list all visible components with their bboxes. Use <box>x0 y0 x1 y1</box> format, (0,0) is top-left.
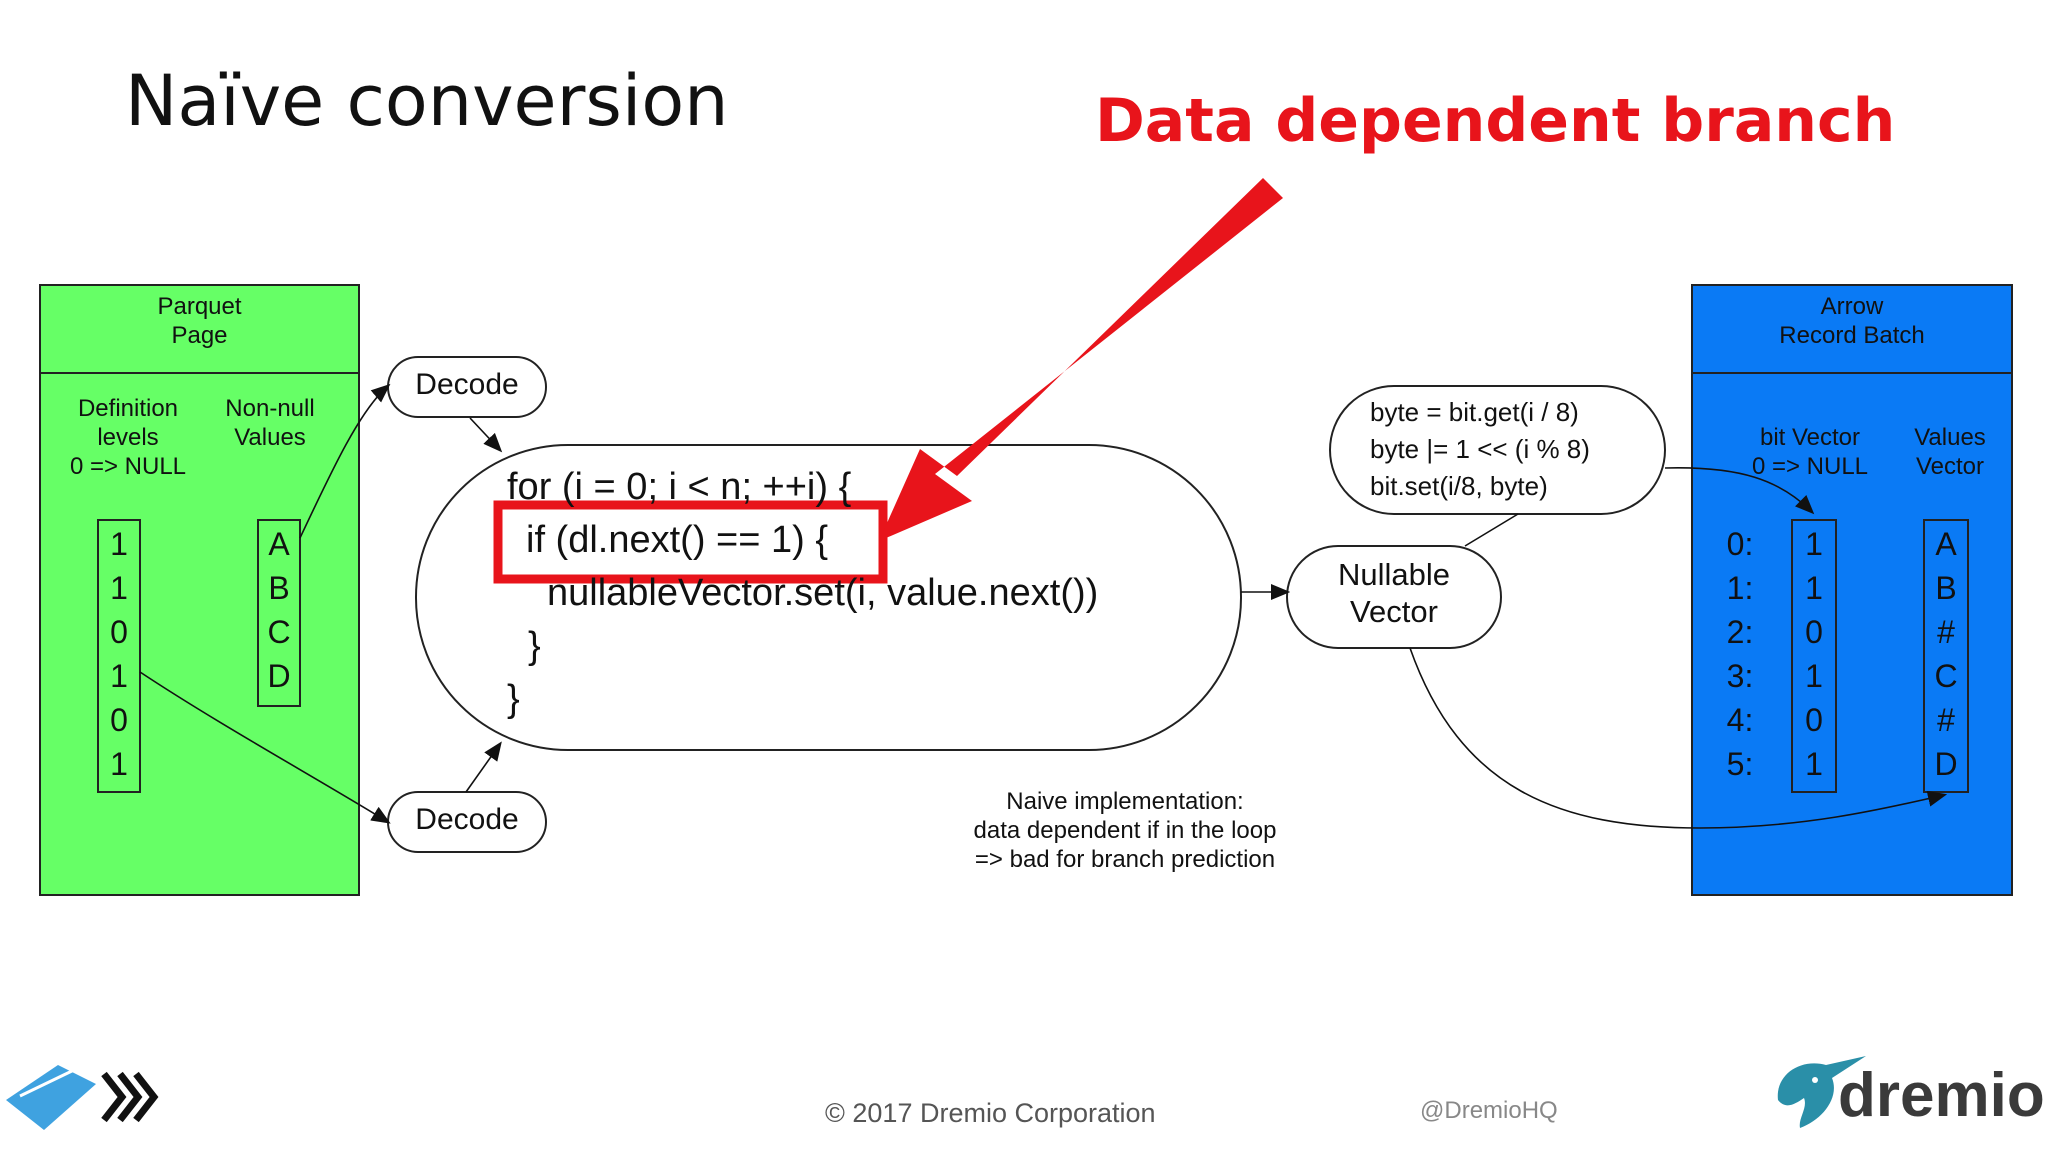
def-level-5: 1 <box>110 746 128 782</box>
index-column: 0: 1: 2: 3: 4: 5: <box>1718 522 1762 786</box>
index-4: 4: <box>1726 702 1754 738</box>
values-vector-column: A B # C # D <box>1924 522 1968 786</box>
apache-arrow-logo <box>6 1065 159 1130</box>
parquet-panel <box>39 284 360 896</box>
index-1: 1: <box>1726 570 1754 606</box>
index-3: 3: <box>1726 658 1754 694</box>
def-level-4: 0 <box>110 702 128 738</box>
index-0: 0: <box>1726 526 1754 562</box>
bit-1: 1 <box>1805 570 1823 606</box>
connector-bitset-to-bitvector <box>1664 467 1815 515</box>
index-2: 2: <box>1726 614 1754 650</box>
bit-5: 1 <box>1805 746 1823 782</box>
loop-code-line-3: nullableVector.set(i, value.next()) <box>547 572 1099 614</box>
decode-top-label: Decode <box>415 368 519 401</box>
parquet-header: Parquet Page <box>157 293 242 349</box>
arrow-value-3: C <box>1934 658 1958 694</box>
decode-bottom-label: Decode <box>415 803 519 836</box>
def-levels-box <box>97 519 141 793</box>
dremio-logo-text: dremio <box>1838 1061 2045 1130</box>
implementation-note: Naive implementation: data dependent if … <box>973 788 1277 873</box>
bit-4: 0 <box>1805 702 1823 738</box>
dremio-narwhal-icon <box>1777 1056 1866 1128</box>
parquet-value-1: B <box>268 570 290 606</box>
def-level-0: 1 <box>110 526 128 562</box>
arrow-header: Arrow Record Batch <box>1779 293 1925 349</box>
bit-vector-column: 1 1 0 1 0 1 <box>1792 522 1836 786</box>
bit-3: 1 <box>1805 658 1823 694</box>
bit-vector-box <box>1791 519 1837 793</box>
bit-0: 1 <box>1805 526 1823 562</box>
parquet-value-2: C <box>267 614 291 650</box>
arrow-value-1: B <box>1935 570 1957 606</box>
arrow-value-4: # <box>1937 702 1955 738</box>
connector-nullable-to-values <box>1409 647 1948 829</box>
slide-title: Naïve conversion <box>125 60 729 142</box>
arrow-value-2: # <box>1937 614 1955 650</box>
definition-levels-label: Definition levels 0 => NULL <box>69 395 187 480</box>
connector-decode-top-to-loop <box>469 417 503 453</box>
bit-vector-label: bit Vector 0 => NULL <box>1751 424 1869 480</box>
loop-stadium <box>415 444 1242 751</box>
nullable-vector-label: Nullable Vector <box>1337 557 1450 630</box>
bitset-code-line-1: byte = bit.get(i / 8) <box>1370 397 1579 427</box>
bit-2: 0 <box>1805 614 1823 650</box>
bitset-code-line-3: bit.set(i/8, byte) <box>1370 471 1548 501</box>
bitset-pill <box>1329 385 1666 515</box>
bitset-code-line-2: byte |= 1 << (i % 8) <box>1370 434 1590 464</box>
arrow-value-0: A <box>1935 526 1957 562</box>
values-vector-label: Values Vector <box>1914 424 1986 480</box>
parquet-value-0: A <box>268 526 290 562</box>
non-null-values-column: A B C D <box>258 522 300 698</box>
index-5: 5: <box>1726 746 1754 782</box>
loop-code-line-5: } <box>507 678 520 720</box>
non-null-values-label: Non-null Values <box>225 395 315 451</box>
def-level-2: 0 <box>110 614 128 650</box>
loop-code-line-2: if (dl.next() == 1) { <box>526 519 829 561</box>
connector-bitset-to-nullable <box>1464 513 1519 547</box>
branch-highlight-box <box>493 500 888 584</box>
connector-values-to-decode <box>299 383 391 539</box>
twitter-handle: @DremioHQ <box>1420 1097 1558 1124</box>
connector-decode-bottom-to-loop <box>465 741 502 793</box>
connector-def-to-decode <box>139 671 391 824</box>
copyright-text: © 2017 Dremio Corporation <box>825 1098 1156 1128</box>
arrow-panel <box>1691 284 2013 896</box>
def-level-1: 1 <box>110 570 128 606</box>
def-levels-column: 1 1 0 1 0 1 <box>98 522 140 786</box>
def-level-3: 1 <box>110 658 128 694</box>
callout-text: Data dependent branch <box>1095 86 1896 156</box>
loop-code-line-4: } <box>528 625 541 667</box>
callout-arrow <box>879 178 1283 541</box>
values-box <box>257 519 301 707</box>
arrow-value-5: D <box>1934 746 1958 782</box>
parquet-value-3: D <box>267 658 291 694</box>
loop-code-line-1: for (i = 0; i < n; ++i) { <box>507 466 852 508</box>
